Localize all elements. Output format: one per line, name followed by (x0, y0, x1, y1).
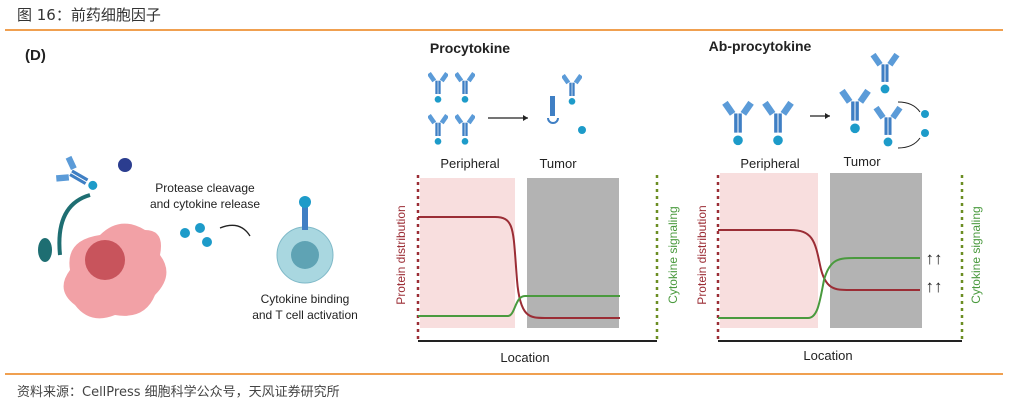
procytokine-ylabel-left: Protein distribution (394, 205, 408, 304)
ab-procytokine-title: Ab-procytokine (709, 38, 812, 54)
figure-caption: 图 16：前药细胞因子 (17, 6, 161, 24)
step-text-1: Protease cleavage (155, 181, 255, 195)
source-note: 资料来源：CellPress 细胞科学公众号，天风证券研究所 (17, 385, 340, 400)
procytokine-panel: Procytokine Peripheral Tumor Protein dis… (394, 40, 680, 365)
bottom-divider (5, 373, 1003, 375)
procytokine-tumor-label: Tumor (539, 156, 577, 171)
panel-label: (D) (25, 47, 46, 64)
procytokine-xlabel: Location (500, 350, 549, 365)
procytokine-ylabel-right: Cytokine signaling (666, 206, 680, 303)
ab-ylabel-right: Cytokine signaling (969, 206, 983, 303)
top-divider (5, 29, 1003, 31)
cytokine-signaling-curve (418, 295, 620, 317)
step-text-2: and cytokine release (150, 197, 260, 211)
result-text-2: and T cell activation (252, 308, 358, 322)
ab-ylabel-left: Protein distribution (695, 205, 709, 304)
increase-arrows-1: ↑↑ (926, 249, 943, 268)
ab-peripheral-label: Peripheral (740, 156, 799, 171)
protein-distribution-curve (418, 216, 620, 319)
cytokine-dots (180, 223, 212, 247)
procytokine-peripheral-label: Peripheral (440, 156, 499, 171)
result-text-1: Cytokine binding (261, 292, 350, 306)
peripheral-region (420, 178, 515, 328)
tumor-region (527, 178, 619, 328)
procytokine-title: Procytokine (430, 40, 510, 56)
antibody-cell-illustration (38, 154, 167, 319)
ab-procytokine-panel: Ab-procytokine Peripheral Tumor ↑↑ ↑↑ Pr… (695, 38, 983, 363)
t-cell-icon (276, 196, 334, 284)
ab-protein-distribution-curve (718, 229, 920, 291)
release-arrow (219, 224, 251, 237)
ab-cytokine-signaling-curve (718, 257, 920, 319)
ab-tumor-label: Tumor (843, 154, 881, 169)
increase-arrows-2: ↑↑ (926, 277, 943, 296)
ab-xlabel: Location (803, 348, 852, 363)
